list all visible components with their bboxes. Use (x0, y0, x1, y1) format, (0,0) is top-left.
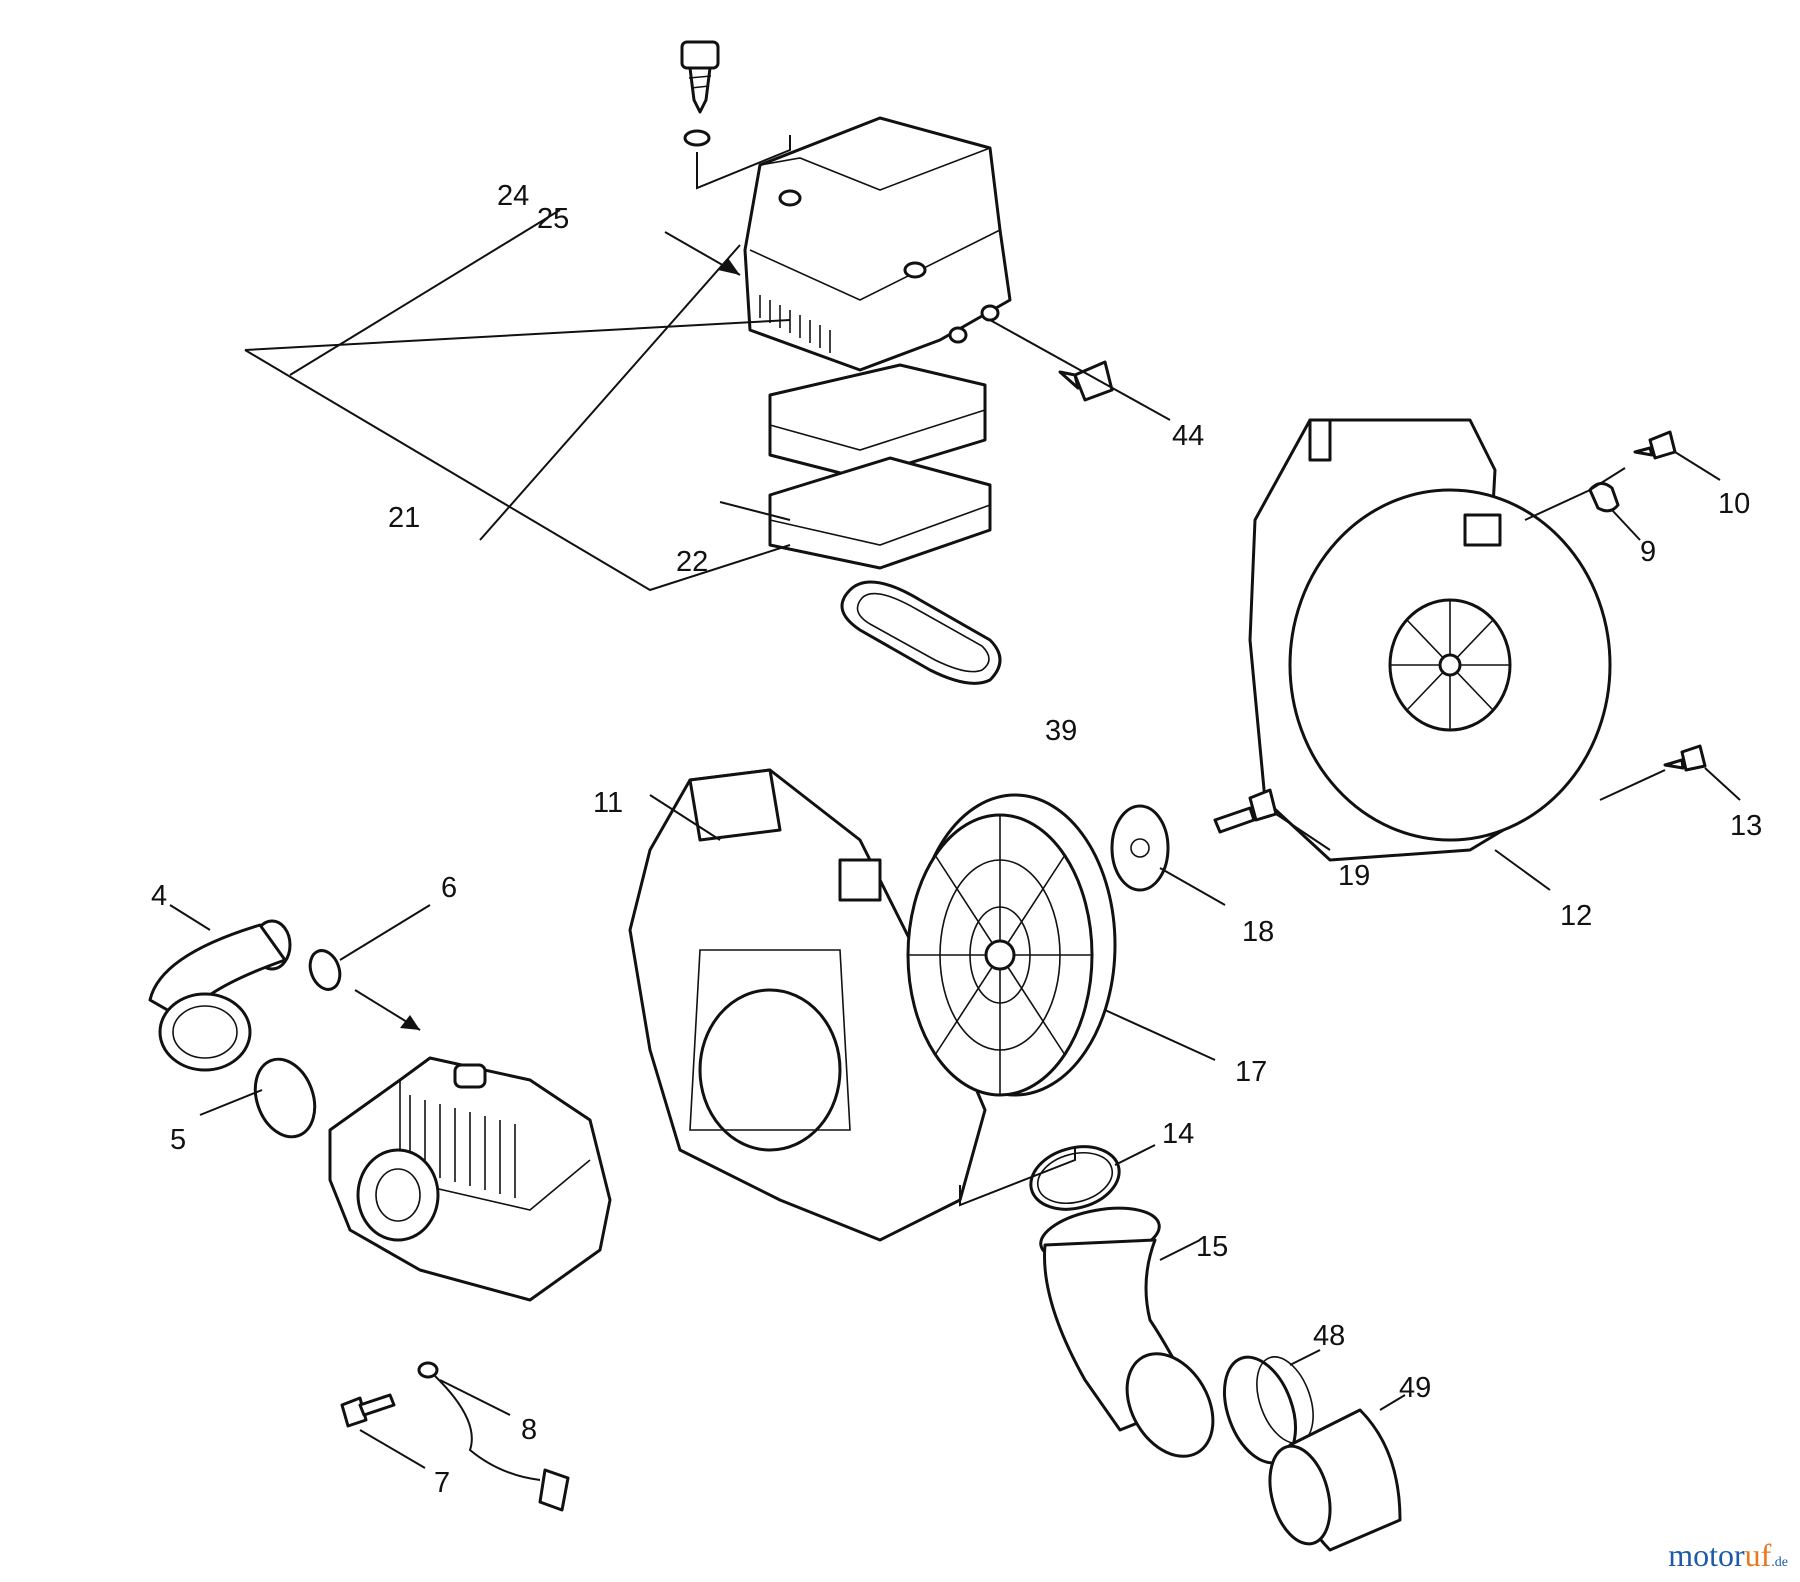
callout-39: 39 (1045, 715, 1077, 747)
hose-clamp-small (308, 949, 342, 991)
intake-tube (148, 919, 292, 1072)
watermark-text-1: motor (1668, 1537, 1745, 1573)
callout-12: 12 (1560, 900, 1592, 932)
fan-washer (1110, 804, 1170, 892)
callout-44: 44 (1172, 420, 1204, 452)
screw-13 (1663, 744, 1707, 772)
air-cleaner-screw (680, 40, 720, 114)
callout-13: 13 (1730, 810, 1762, 842)
screw-10 (1633, 430, 1677, 460)
air-filter-element-lower (768, 456, 992, 570)
engine (328, 1056, 612, 1302)
callout-19: 19 (1338, 860, 1370, 892)
callout-4: 4 (151, 880, 167, 912)
air-cleaner-cover (743, 116, 1012, 372)
cover-bolt (1058, 360, 1114, 402)
washer (683, 129, 711, 147)
ground-bolt (340, 1393, 396, 1428)
impeller-fan (906, 793, 1117, 1097)
callout-49: 49 (1399, 1372, 1431, 1404)
front-blower-housing (628, 768, 987, 1242)
callout-15: 15 (1196, 1231, 1228, 1263)
callout-7: 7 (434, 1467, 450, 1499)
callout-18: 18 (1242, 916, 1274, 948)
filter-gasket (840, 580, 1002, 685)
watermark-text-2: uf (1744, 1537, 1772, 1573)
callout-21: 21 (388, 502, 420, 534)
pipe-ring (1223, 1355, 1314, 1465)
rear-blower-housing (1248, 418, 1612, 862)
callout-5: 5 (170, 1124, 186, 1156)
callout-11: 11 (593, 787, 623, 819)
watermark-text-3: .de (1771, 1555, 1788, 1570)
pipe-cap (1268, 1408, 1402, 1552)
watermark-logo: motoruf.de (1668, 1537, 1788, 1574)
callout-17: 17 (1235, 1056, 1267, 1088)
callout-14: 14 (1162, 1118, 1194, 1150)
callout-48: 48 (1313, 1320, 1345, 1352)
callout-25: 25 (537, 203, 569, 235)
callout-6: 6 (441, 872, 457, 904)
ground-wire (417, 1361, 570, 1512)
callout-10: 10 (1718, 488, 1750, 520)
fan-bolt (1213, 788, 1278, 834)
elbow-pipe (1039, 1206, 1215, 1458)
callout-8: 8 (521, 1414, 537, 1446)
air-filter-element (768, 363, 987, 480)
hose-clamp-large (253, 1057, 317, 1139)
callout-22: 22 (676, 546, 708, 578)
callout-24: 24 (497, 180, 529, 212)
callout-9: 9 (1640, 536, 1656, 568)
